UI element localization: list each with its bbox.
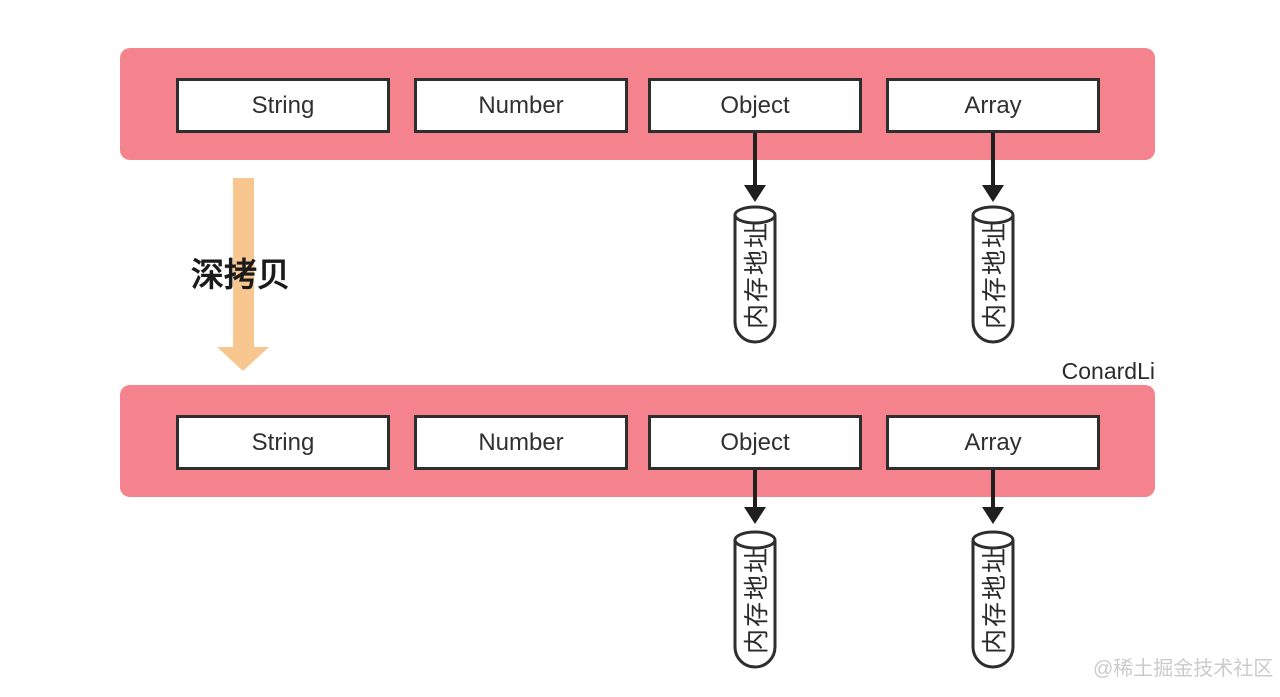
type-box-label: Number [478, 91, 564, 119]
type-box-label: String [251, 91, 315, 119]
memory-address-label: 内存地址 [743, 546, 771, 655]
type-box-label: Object [720, 91, 790, 119]
test-tube-icon [971, 530, 1015, 669]
arrow-shaft [991, 470, 995, 507]
type-box-string-bottom: String [176, 415, 390, 470]
type-box-label: Array [964, 91, 1022, 119]
memory-address-label: 内存地址 [743, 221, 771, 330]
type-box-label: String [251, 428, 315, 456]
type-box-number-top: Number [414, 78, 628, 133]
test-tube-icon [733, 205, 777, 344]
type-box-label: Number [478, 428, 564, 456]
type-box-object-top: Object [648, 78, 862, 133]
type-box-object-bottom: Object [648, 415, 862, 470]
arrow-head [217, 347, 269, 371]
deep-copy-arrow-icon [217, 178, 269, 371]
watermark: @稀土掘金技术社区 [1093, 658, 1274, 680]
type-box-number-bottom: Number [414, 415, 628, 470]
type-box-string-top: String [176, 78, 390, 133]
memory-address-cylinder: 内存地址 [970, 203, 1016, 347]
type-box-array-bottom: Array [886, 415, 1100, 470]
arrow-head [982, 507, 1004, 524]
arrow-shaft [991, 133, 995, 185]
test-tube-icon [971, 205, 1015, 344]
arrow-shaft [232, 178, 254, 347]
test-tube-icon [733, 530, 777, 669]
arrow-down-icon [744, 133, 766, 202]
arrow-shaft [753, 133, 757, 185]
arrow-head [744, 185, 766, 202]
arrow-head [982, 185, 1004, 202]
type-box-array-top: Array [886, 78, 1100, 133]
deep-copy-label: 深拷贝 [191, 256, 290, 293]
arrow-shaft [753, 470, 757, 507]
memory-address-label: 内存地址 [981, 546, 1009, 655]
arrow-down-icon [982, 470, 1004, 524]
type-box-label: Array [964, 428, 1022, 456]
arrow-head [744, 507, 766, 524]
memory-address-cylinder: 内存地址 [970, 528, 1016, 672]
memory-address-cylinder: 内存地址 [732, 203, 778, 347]
memory-address-cylinder: 内存地址 [732, 528, 778, 672]
memory-address-label: 内存地址 [981, 221, 1009, 330]
arrow-down-icon [744, 470, 766, 524]
arrow-down-icon [982, 133, 1004, 202]
type-box-label: Object [720, 428, 790, 456]
author-label: ConardLi [1061, 358, 1155, 384]
